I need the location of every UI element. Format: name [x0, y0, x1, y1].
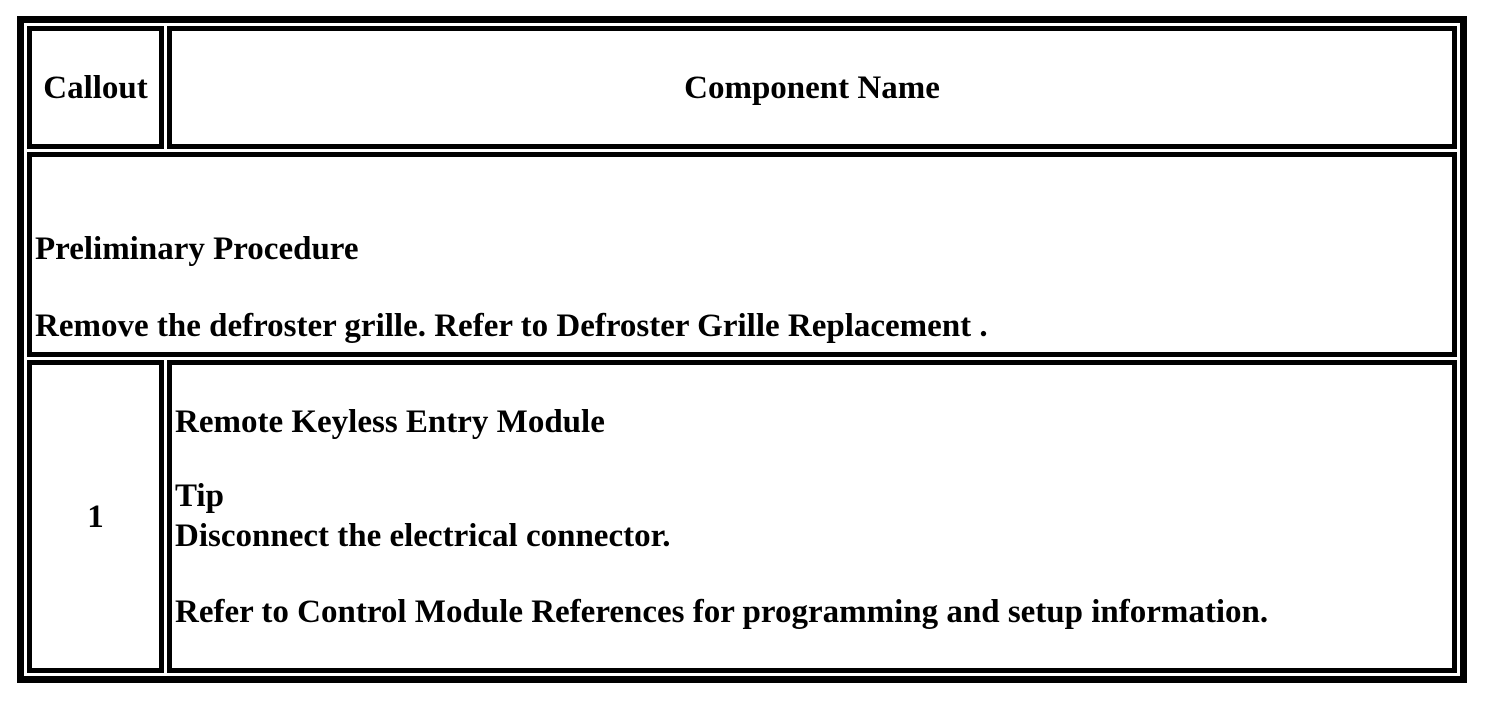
- callout-column-heading: Callout: [43, 69, 148, 106]
- table-row: 1 Remote Keyless Entry Module Tip Discon…: [27, 360, 1457, 673]
- header-cell-component-name: Component Name: [167, 26, 1457, 149]
- component-reference-note: Refer to Control Module References for p…: [175, 593, 1269, 630]
- preliminary-procedure-instruction: Remove the defroster grille. Refer to De…: [35, 308, 988, 344]
- tip-label: Tip: [175, 477, 224, 514]
- table-header-row: Callout Component Name: [27, 26, 1457, 149]
- component-name-column-heading: Component Name: [684, 69, 940, 106]
- preliminary-procedure-title: Preliminary Procedure: [35, 231, 359, 267]
- callout-number-cell: 1: [27, 360, 164, 673]
- preliminary-procedure-row: Preliminary Procedure Remove the defrost…: [27, 152, 1457, 357]
- tip-text: Disconnect the electrical connector.: [175, 517, 671, 554]
- component-description-cell: Remote Keyless Entry Module Tip Disconne…: [167, 360, 1457, 673]
- header-cell-callout: Callout: [27, 26, 164, 149]
- preliminary-procedure-cell: Preliminary Procedure Remove the defrost…: [27, 152, 1457, 357]
- component-name-text: Remote Keyless Entry Module: [175, 403, 605, 440]
- component-callout-table: Callout Component Name Preliminary Proce…: [17, 16, 1467, 683]
- callout-number: 1: [87, 498, 104, 535]
